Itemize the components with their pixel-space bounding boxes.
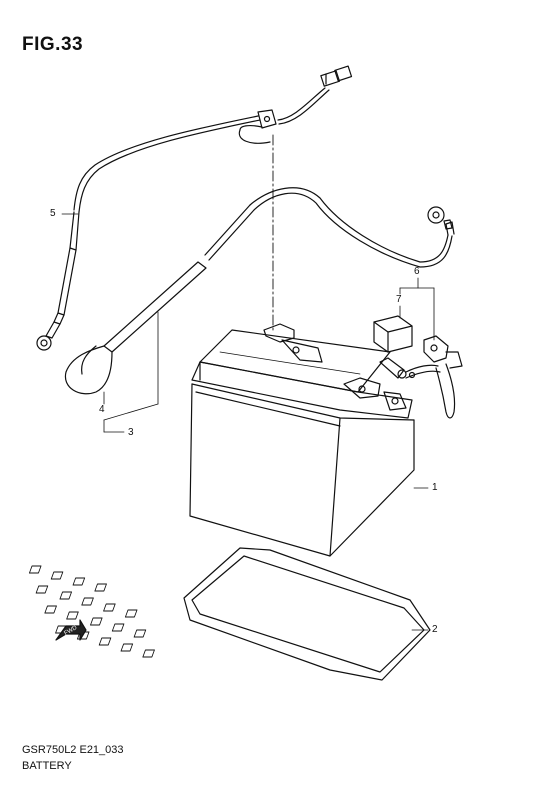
callout-2: 2 xyxy=(432,624,438,635)
callout-3: 3 xyxy=(128,427,134,438)
callout-5: 5 xyxy=(50,208,56,219)
cable-part-5 xyxy=(36,65,353,351)
callout-1: 1 xyxy=(432,482,438,493)
battery-part-1 xyxy=(189,323,415,557)
cable-part-3 xyxy=(64,187,455,395)
callout-7: 7 xyxy=(396,294,402,305)
tray-part-2 xyxy=(28,547,431,681)
callout-4: 4 xyxy=(99,404,105,415)
section-name: BATTERY xyxy=(22,760,72,772)
model-code: GSR750L2 E21_033 xyxy=(22,744,124,756)
leader-lines xyxy=(61,213,435,631)
callout-6: 6 xyxy=(414,266,420,277)
figure-title: FIG.33 xyxy=(22,34,84,55)
terminal-part-6 xyxy=(373,315,463,419)
fwd-arrow-icon xyxy=(55,619,87,641)
